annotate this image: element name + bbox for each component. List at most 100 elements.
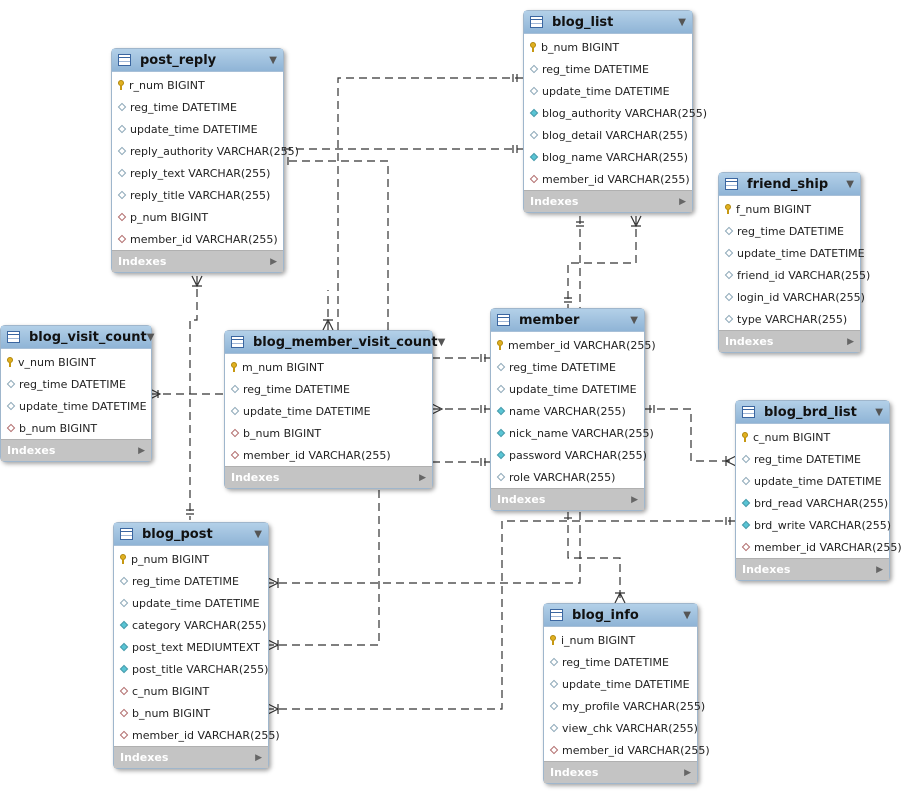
indexes-bar[interactable]: Indexes ▶ (114, 746, 268, 768)
column-row[interactable]: reg_time DATETIME (524, 58, 692, 80)
column-row[interactable]: blog_detail VARCHAR(255) (524, 124, 692, 146)
chevron-down-icon[interactable]: ▼ (630, 314, 638, 326)
column-row[interactable]: update_time DATETIME (524, 80, 692, 102)
table-header[interactable]: friend_ship ▼ (719, 173, 860, 196)
chevron-down-icon[interactable]: ▼ (678, 16, 686, 28)
column-row[interactable]: brd_write VARCHAR(255) (736, 514, 891, 536)
column-row[interactable]: b_num BIGINT (114, 702, 268, 724)
column-row[interactable]: post_text MEDIUMTEXT (114, 636, 268, 658)
column-row[interactable]: i_num BIGINT (544, 629, 697, 651)
triangle-right-icon[interactable]: ▶ (679, 196, 686, 207)
column-row[interactable]: reg_time DATETIME (1, 373, 151, 395)
column-row[interactable]: blog_name VARCHAR(255) (524, 146, 692, 168)
chevron-down-icon[interactable]: ▼ (254, 528, 262, 540)
indexes-bar[interactable]: Indexes ▶ (491, 488, 644, 510)
column-row[interactable]: password VARCHAR(255) (491, 444, 647, 466)
column-row[interactable]: friend_id VARCHAR(255) (719, 264, 870, 286)
column-row[interactable]: reg_time DATETIME (225, 378, 432, 400)
column-row[interactable]: member_id VARCHAR(255) (225, 444, 432, 466)
column-row[interactable]: update_time DATETIME (1, 395, 151, 417)
triangle-right-icon[interactable]: ▶ (270, 256, 277, 267)
column-row[interactable]: c_num BIGINT (114, 680, 268, 702)
column-row[interactable]: role VARCHAR(255) (491, 466, 644, 488)
column-row[interactable]: member_id VARCHAR(255) (114, 724, 280, 746)
column-row[interactable]: reg_time DATETIME (112, 96, 283, 118)
table-header[interactable]: blog_list ▼ (524, 11, 692, 34)
column-row[interactable]: nick_name VARCHAR(255) (491, 422, 654, 444)
column-row[interactable]: member_id VARCHAR(255) (736, 536, 902, 558)
column-row[interactable]: b_num BIGINT (524, 36, 692, 58)
column-row[interactable]: member_id VARCHAR(255) (524, 168, 692, 190)
indexes-bar[interactable]: Indexes ▶ (544, 761, 697, 783)
column-row[interactable]: m_num BIGINT (225, 356, 432, 378)
column-row[interactable]: member_id VARCHAR(255) (491, 334, 656, 356)
table-header[interactable]: post_reply ▼ (112, 49, 283, 72)
column-row[interactable]: update_time DATETIME (719, 242, 865, 264)
chevron-down-icon[interactable]: ▼ (146, 331, 155, 343)
table-header[interactable]: blog_info ▼ (544, 604, 697, 627)
column-row[interactable]: view_chk VARCHAR(255) (544, 717, 698, 739)
indexes-bar[interactable]: Indexes ▶ (719, 330, 860, 352)
column-row[interactable]: login_id VARCHAR(255) (719, 286, 865, 308)
chevron-down-icon[interactable]: ▼ (269, 54, 277, 66)
column-row[interactable]: blog_authority VARCHAR(255) (524, 102, 707, 124)
table-header[interactable]: blog_visit_count ▼ (1, 326, 154, 349)
triangle-right-icon[interactable]: ▶ (138, 445, 145, 456)
column-row[interactable]: update_time DATETIME (736, 470, 889, 492)
column-row[interactable]: member_id VARCHAR(255) (112, 228, 283, 250)
column-row[interactable]: reply_authority VARCHAR(255) (112, 140, 299, 162)
table-header[interactable]: blog_brd_list ▼ (736, 401, 889, 424)
column-row[interactable]: update_time DATETIME (491, 378, 644, 400)
column-row[interactable]: brd_read VARCHAR(255) (736, 492, 889, 514)
triangle-right-icon[interactable]: ▶ (876, 564, 883, 575)
column-row[interactable]: update_time DATETIME (225, 400, 432, 422)
table-header[interactable]: blog_post ▼ (114, 523, 268, 546)
table-member[interactable]: member ▼ member_id VARCHAR(255)reg_time … (490, 308, 656, 511)
chevron-down-icon[interactable]: ▼ (683, 609, 691, 621)
column-row[interactable]: name VARCHAR(255) (491, 400, 644, 422)
column-row[interactable]: r_num BIGINT (112, 74, 283, 96)
triangle-right-icon[interactable]: ▶ (255, 752, 262, 763)
column-row[interactable]: b_num BIGINT (1, 417, 151, 439)
triangle-right-icon[interactable]: ▶ (847, 336, 854, 347)
column-row[interactable]: member_id VARCHAR(255) (544, 739, 710, 761)
column-row[interactable]: c_num BIGINT (736, 426, 889, 448)
indexes-bar[interactable]: Indexes ▶ (1, 439, 151, 461)
triangle-right-icon[interactable]: ▶ (684, 767, 691, 778)
chevron-down-icon[interactable]: ▼ (437, 336, 446, 348)
indexes-bar[interactable]: Indexes ▶ (736, 558, 889, 580)
column-row[interactable]: reply_title VARCHAR(255) (112, 184, 283, 206)
chevron-down-icon[interactable]: ▼ (875, 406, 883, 418)
table-header[interactable]: member ▼ (491, 309, 644, 332)
column-row[interactable]: update_time DATETIME (544, 673, 697, 695)
column-row[interactable]: reg_time DATETIME (491, 356, 644, 378)
column-row[interactable]: reply_text VARCHAR(255) (112, 162, 283, 184)
column-row[interactable]: type VARCHAR(255) (719, 308, 860, 330)
column-row[interactable]: my_profile VARCHAR(255) (544, 695, 705, 717)
column-row[interactable]: p_num BIGINT (112, 206, 283, 228)
triangle-right-icon[interactable]: ▶ (631, 494, 638, 505)
column-row[interactable]: update_time DATETIME (112, 118, 283, 140)
column-row[interactable]: f_num BIGINT (719, 198, 860, 220)
triangle-right-icon[interactable]: ▶ (419, 472, 426, 483)
column-row[interactable]: reg_time DATETIME (736, 448, 889, 470)
column-row[interactable]: reg_time DATETIME (114, 570, 268, 592)
column-row[interactable]: v_num BIGINT (1, 351, 151, 373)
column-row[interactable]: post_title VARCHAR(255) (114, 658, 268, 680)
column-row[interactable]: reg_time DATETIME (719, 220, 860, 242)
column-row[interactable]: update_time DATETIME (114, 592, 268, 614)
column-row[interactable]: category VARCHAR(255) (114, 614, 268, 636)
column-row[interactable]: reg_time DATETIME (544, 651, 697, 673)
indexes-bar[interactable]: Indexes ▶ (524, 190, 692, 212)
indexes-bar[interactable]: Indexes ▶ (112, 250, 283, 272)
column-row[interactable]: b_num BIGINT (225, 422, 432, 444)
column-row[interactable]: p_num BIGINT (114, 548, 268, 570)
